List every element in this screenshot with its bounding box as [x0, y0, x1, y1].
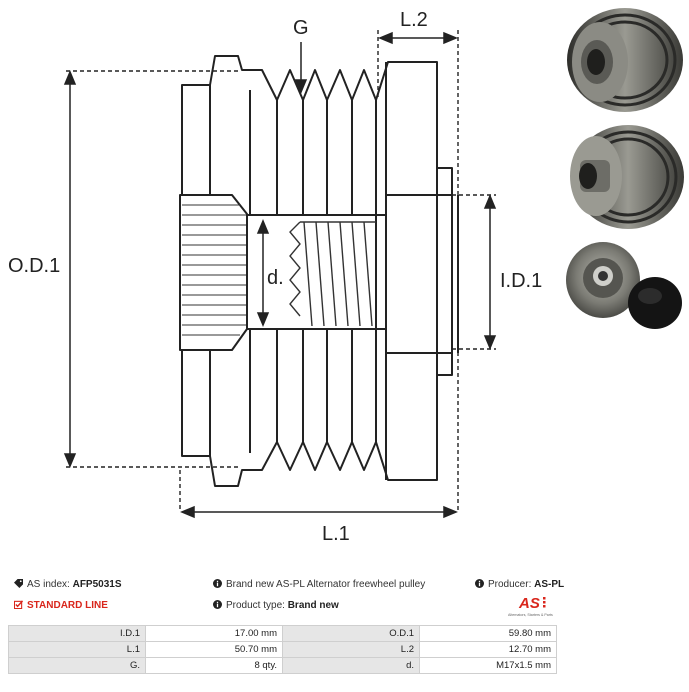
- label-g: G: [293, 17, 309, 39]
- spec-key: G.: [8, 657, 146, 674]
- tag-icon: [14, 579, 23, 588]
- label-d: d.: [267, 267, 284, 289]
- logo-mark: AS: [518, 595, 540, 612]
- standard-line-text: STANDARD LINE: [27, 600, 108, 611]
- table-row: I.D.1 17.00 mm O.D.1 59.80 mm: [8, 625, 557, 642]
- spec-key: L.2: [282, 641, 420, 658]
- table-row: L.1 50.70 mm L.2 12.70 mm: [8, 641, 557, 658]
- spec-value: 17.00 mm: [145, 625, 283, 642]
- spec-value: 8 qty.: [145, 657, 283, 674]
- as-index-label: AS index:: [27, 579, 70, 590]
- as-pl-logo: AS Alternators, Starters & Parts: [508, 595, 553, 617]
- spec-value: 59.80 mm: [419, 625, 557, 642]
- info-icon: [213, 600, 222, 609]
- spec-key: d.: [282, 657, 420, 674]
- product-type-label: Product type:: [226, 600, 285, 611]
- label-l1: L.1: [322, 523, 350, 545]
- spec-key: L.1: [8, 641, 146, 658]
- spec-key: I.D.1: [8, 625, 146, 642]
- label-l2: L.2: [400, 9, 428, 31]
- label-od1: O.D.1: [8, 255, 60, 277]
- product-description: Brand new AS-PL Alternator freewheel pul…: [213, 579, 425, 590]
- label-id1: I.D.1: [500, 270, 542, 292]
- product-type: Product type: Brand new: [213, 600, 339, 611]
- producer-label: Producer:: [488, 579, 532, 590]
- as-index: AS index: AFP5031S: [14, 579, 122, 590]
- as-index-value: AFP5031S: [72, 579, 122, 590]
- spec-value: 12.70 mm: [419, 641, 557, 658]
- product-type-value: Brand new: [287, 600, 339, 611]
- spec-key: O.D.1: [282, 625, 420, 642]
- info-icon: [475, 579, 484, 588]
- producer: Producer: AS-PL: [475, 579, 564, 590]
- producer-value: AS-PL: [534, 579, 565, 590]
- product-photo-side: [570, 125, 684, 229]
- table-row: G. 8 qty. d. M17x1.5 mm: [8, 657, 557, 674]
- spec-value: M17x1.5 mm: [419, 657, 557, 674]
- logo-tagline: Alternators, Starters & Parts: [508, 613, 553, 617]
- specs-table: I.D.1 17.00 mm O.D.1 59.80 mm L.1 50.70 …: [8, 625, 557, 674]
- spec-value: 50.70 mm: [145, 641, 283, 658]
- checkbox-check-icon: [14, 600, 23, 609]
- technical-drawing: G L.2 O.D.1 I.D.1 d. L.1: [8, 8, 684, 545]
- standard-line-badge: STANDARD LINE: [14, 600, 108, 611]
- description-text: Brand new AS-PL Alternator freewheel pul…: [226, 579, 426, 590]
- info-icon: [213, 579, 222, 588]
- product-photo-front: [567, 8, 683, 112]
- product-photo-with-cap: [566, 242, 682, 329]
